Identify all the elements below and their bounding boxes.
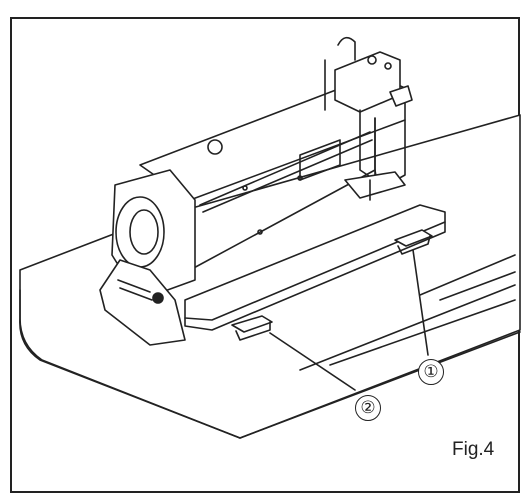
handwheel bbox=[99, 169, 196, 346]
machine-head bbox=[324, 36, 413, 201]
bed-plate bbox=[184, 204, 446, 331]
callout-2: ② bbox=[355, 395, 381, 421]
leader-line-2 bbox=[269, 332, 356, 391]
callout-1: ① bbox=[418, 359, 444, 385]
leader-line-1 bbox=[412, 249, 429, 356]
cushion-2 bbox=[231, 315, 273, 341]
figure-label: Fig.4 bbox=[452, 439, 495, 460]
cushion-1 bbox=[394, 229, 433, 255]
